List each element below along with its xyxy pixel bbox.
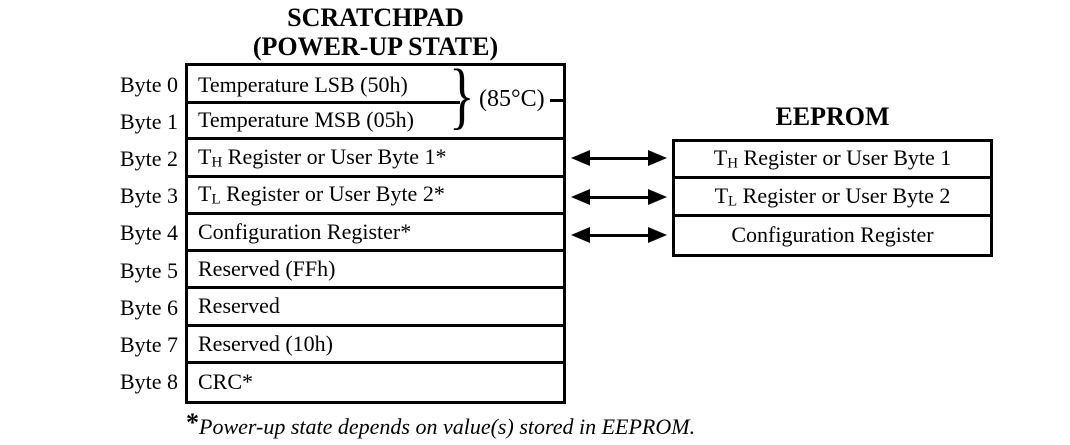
scratchpad-title: SCRATCHPAD (POWER-UP STATE) [185, 3, 566, 61]
annotation-connector-line [550, 99, 566, 102]
byte-label-column: Byte 0 Byte 1 Byte 2 Byte 3 Byte 4 Byte … [80, 66, 178, 401]
register-name: CRC* [198, 369, 254, 395]
scratchpad-row-byte8: CRC* [188, 364, 563, 401]
bidirectional-arrow-icon [571, 227, 667, 243]
scratchpad-row-byte0: Temperature LSB (50h) [188, 66, 563, 103]
scratchpad-row-byte2: TH Register or User Byte 1* [188, 140, 563, 178]
byte-label-1: Byte 1 [119, 108, 178, 134]
register-name: Reserved [198, 293, 280, 319]
byte-label-4: Byte 4 [119, 220, 178, 246]
scratchpad-row-byte4: Configuration Register* [188, 215, 563, 253]
register-name: TH Register or User Byte 1 [713, 145, 952, 172]
scratchpad-title-line1: SCRATCHPAD [287, 3, 464, 32]
register-name: Temperature MSB (05h) [198, 107, 414, 133]
eeprom-row-th: TH Register or User Byte 1 [675, 142, 990, 180]
scratchpad-title-line2: (POWER-UP STATE) [252, 32, 499, 61]
register-name: TL Register or User Byte 2 [714, 182, 951, 210]
bidirectional-arrow-icon [571, 150, 667, 166]
footnote-asterisk: * [186, 408, 199, 437]
footnote-text: Power-up state depends on value(s) store… [199, 414, 696, 439]
partial-row-divider [188, 101, 460, 104]
register-name: TL Register or User Byte 2* [198, 180, 445, 208]
eeprom-table: TH Register or User Byte 1 TL Register o… [672, 139, 993, 257]
scratchpad-row-byte1: Temperature MSB (05h) [188, 103, 563, 141]
register-name: Configuration Register [731, 222, 934, 248]
arrow-head-right-icon [648, 227, 667, 243]
scratchpad-table: Temperature LSB (50h) Temperature MSB (0… [185, 63, 566, 404]
byte-label-7: Byte 7 [119, 332, 178, 358]
scratchpad-row-byte6: Reserved [188, 289, 563, 327]
register-name: Reserved (FFh) [198, 256, 336, 282]
arrow-shaft [576, 233, 662, 237]
byte-label-3: Byte 3 [119, 183, 178, 209]
byte-label-5: Byte 5 [119, 257, 178, 283]
arrow-shaft [576, 195, 662, 199]
eeprom-row-config: Configuration Register [675, 217, 990, 254]
register-name: Reserved (10h) [198, 330, 334, 356]
register-name: TH Register or User Byte 1* [198, 143, 447, 171]
register-name: Configuration Register* [198, 218, 412, 244]
byte-label-2: Byte 2 [119, 146, 178, 172]
byte-label-6: Byte 6 [119, 294, 178, 320]
arrow-head-right-icon [648, 150, 667, 166]
arrow-head-right-icon [648, 189, 667, 205]
scratchpad-row-byte3: TL Register or User Byte 2* [188, 178, 563, 215]
eeprom-title: EEPROM [775, 102, 890, 131]
register-name: Temperature LSB (50h) [198, 71, 408, 97]
byte-label-0: Byte 0 [119, 71, 178, 97]
byte-label-8: Byte 8 [119, 369, 178, 395]
footnote: *Power-up state depends on value(s) stor… [186, 408, 696, 441]
eeprom-row-tl: TL Register or User Byte 2 [675, 179, 990, 217]
power-up-temperature-value: (85°C) [479, 86, 545, 112]
scratchpad-row-byte5: Reserved (FFh) [188, 252, 563, 290]
bidirectional-arrow-icon [571, 189, 667, 205]
scratchpad-row-byte7: Reserved (10h) [188, 327, 563, 364]
curly-brace-icon: } [449, 55, 475, 137]
arrow-shaft [576, 156, 662, 160]
